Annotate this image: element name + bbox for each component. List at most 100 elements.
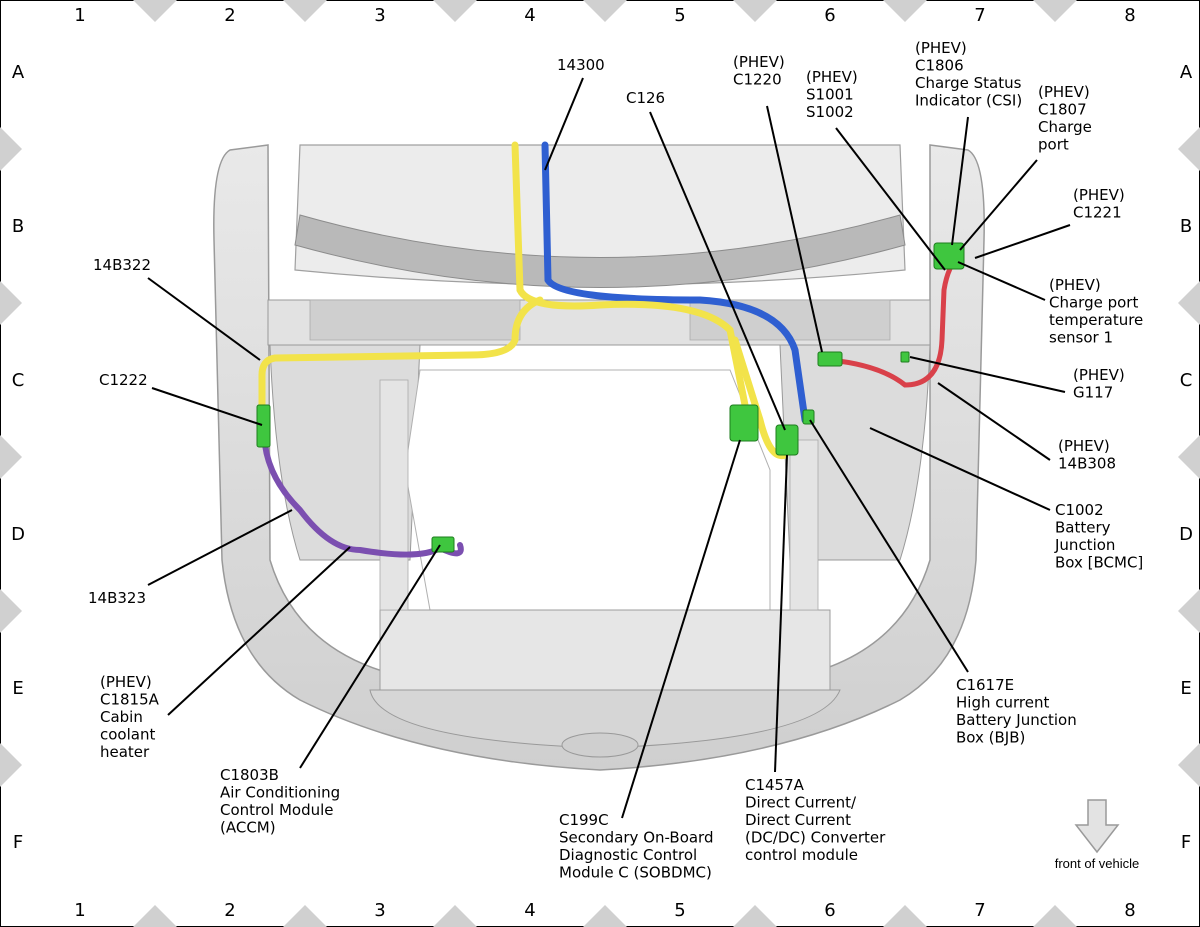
callout-c199-line: C199C: [559, 811, 609, 829]
callout-c1222-line: C1222: [99, 371, 148, 389]
border-diamond: [0, 589, 22, 633]
border-diamond: [733, 905, 777, 927]
border-diamond: [1178, 743, 1200, 787]
column-label-top: 7: [974, 5, 985, 26]
border-diamond: [1033, 905, 1077, 927]
border-diamond: [1178, 435, 1200, 479]
yellow-harness-left: [258, 296, 544, 424]
callout-chargeTemp-line: (PHEV): [1049, 276, 1101, 294]
callout-c199-line: Secondary On-Board: [559, 829, 713, 847]
border-diamond: [1178, 127, 1200, 171]
column-label-bottom: 8: [1124, 900, 1135, 921]
border-diamond: [883, 905, 927, 927]
connector-g117: [900, 351, 910, 363]
row-label-right: C: [1180, 370, 1193, 391]
leader-c1815a: [167, 546, 351, 716]
engine-bay-opening: [404, 369, 771, 611]
leader-14b322: [147, 277, 261, 361]
column-label-bottom: 2: [224, 900, 235, 921]
callout-c1815-line: Cabin: [100, 708, 143, 726]
column-label-bottom: 3: [374, 900, 385, 921]
callout-c1807-line: C1807: [1038, 101, 1087, 119]
column-label-top: 4: [524, 5, 535, 26]
callout-c1807-line: Charge: [1038, 118, 1092, 136]
callout-b323-line: 14B323: [88, 589, 146, 607]
row-labels-right: A B C D E F: [1179, 62, 1193, 853]
leader-c1002: [869, 427, 1051, 511]
row-label-right: B: [1180, 216, 1192, 237]
callout-s1001-line: (PHEV): [806, 68, 858, 86]
connector-c199c: [729, 404, 759, 442]
callout-c199-line: Diagnostic Control: [559, 846, 697, 864]
border-diamond: [583, 905, 627, 927]
down-arrow-icon: [1074, 799, 1120, 854]
row-label-right: D: [1179, 524, 1193, 545]
connector-c1457a: [775, 424, 799, 456]
border-diamond: [0, 435, 22, 479]
column-label-top: 1: [74, 5, 85, 26]
callout-s1001-line: S1002: [806, 103, 854, 121]
callout-c1806-line: Indicator (CSI): [915, 92, 1022, 110]
right-grille-mesh: [689, 299, 891, 341]
callout-c1806-line: Charge Status: [915, 74, 1022, 92]
border-diamond: [1178, 589, 1200, 633]
callout-g117-line: G117: [1073, 384, 1113, 402]
callout-c1457-line: C1457A: [745, 776, 805, 794]
callout-c1617-line: High current: [956, 694, 1049, 712]
leader-c1617e: [809, 419, 969, 673]
left-grille-mesh: [309, 299, 521, 341]
leader-c199c: [621, 439, 741, 819]
border-diamond: [133, 905, 177, 927]
row-label-right: F: [1181, 832, 1191, 853]
brand-emblem: [561, 732, 639, 758]
leader-14300: [544, 77, 584, 171]
callout-s1001-line: S1001: [806, 86, 854, 104]
callout-c1815-line: C1815A: [100, 691, 160, 709]
right-vertical-post: [789, 439, 819, 611]
leader-c1803b: [299, 544, 441, 769]
border-diamond: [433, 905, 477, 927]
leader-c1222: [151, 387, 263, 426]
leader-c1220: [766, 105, 823, 353]
callout-labels: 14300C126(PHEV)C1220(PHEV)S1001S1002(PHE…: [88, 39, 1143, 882]
column-label-top: 2: [224, 5, 235, 26]
leader-14b308: [937, 382, 1051, 461]
callout-c1457-line: Direct Current: [745, 811, 851, 829]
callout-c1803-line: Control Module: [220, 801, 334, 819]
connectors: [256, 242, 965, 553]
callout-c14300-line: 14300: [557, 56, 605, 74]
column-label-top: 5: [674, 5, 685, 26]
callout-c1815-line: coolant: [100, 726, 155, 744]
border-diamond: [583, 0, 627, 22]
column-label-bottom: 6: [824, 900, 835, 921]
border-diamond: [0, 743, 22, 787]
callout-chargeTemp-line: sensor 1: [1049, 329, 1113, 347]
callout-c1457-line: (DC/DC) Converter: [745, 829, 886, 847]
red-harness: [827, 252, 963, 388]
column-label-top: 6: [824, 5, 835, 26]
yellow-harness-main: [511, 141, 749, 409]
column-label-top: 8: [1124, 5, 1135, 26]
callout-c1617-line: Box (BJB): [956, 729, 1025, 747]
leader-c1221: [974, 224, 1071, 259]
border-diamond: [1178, 281, 1200, 325]
connector-c1220: [817, 351, 843, 367]
callout-b322-line: 14B322: [93, 256, 151, 274]
row-label-left: D: [11, 524, 25, 545]
callout-c126-line: C126: [626, 89, 665, 107]
callout-c1807-line: (PHEV): [1038, 83, 1090, 101]
row-label-right: A: [1180, 62, 1193, 83]
leader-14b323: [147, 509, 293, 586]
callout-b308-line: 14B308: [1058, 455, 1116, 473]
callout-c1815-line: heater: [100, 743, 150, 761]
blue-harness: [541, 141, 809, 424]
border-diamond: [0, 281, 22, 325]
row-label-right: E: [1180, 678, 1191, 699]
callout-c1002-line: Junction: [1054, 536, 1115, 554]
leader-lines: [147, 77, 1071, 819]
